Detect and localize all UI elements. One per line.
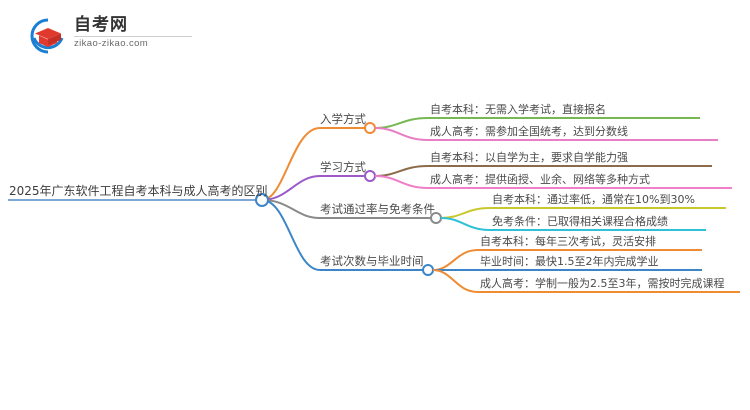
mindmap-leaf-label: 成人高考：需参加全国统考，达到分数线 [430,125,628,138]
mindmap-leaf-node[interactable]: 成人高考：需参加全国统考，达到分数线 [430,125,628,139]
mindmap-leaf-label: 成人高考：提供函授、业余、网络等多种方式 [430,173,650,186]
logo-subtitle: zikao-zikao.com [74,38,149,49]
mindmap-leaf-label: 自考本科：以自学为主，要求自学能力强 [430,151,628,164]
mindmap-leaf-label: 免考条件：已取得相关课程合格成绩 [492,215,668,228]
mindmap-root-label: 2025年广东软件工程自考本科与成人高考的区别 [9,184,268,198]
mindmap-branch-label: 考试次数与毕业时间 [320,254,424,268]
mindmap-root-node[interactable]: 2025年广东软件工程自考本科与成人高考的区别 [9,184,268,198]
graduation-cap-icon [28,16,68,56]
mindmap-leaf-node[interactable]: 自考本科：每年三次考试，灵活安排 [480,235,656,249]
mindmap-leaf-label: 自考本科：无需入学考试，直接报名 [430,103,606,116]
mindmap-leaf-node[interactable]: 毕业时间：最快1.5至2年内完成学业 [480,255,659,269]
mindmap-leaf-node[interactable]: 自考本科：无需入学考试，直接报名 [430,103,606,117]
mindmap-branch-study-mode[interactable]: 学习方式 [320,160,366,174]
mindmap-branch-pass-rate[interactable]: 考试通过率与免考条件 [320,202,435,216]
mindmap-leaf-node[interactable]: 成人高考：学制一般为2.5至3年，需按时完成课程 [480,277,725,291]
logo-divider [74,36,192,37]
mindmap-branch-exam-count[interactable]: 考试次数与毕业时间 [320,254,424,268]
mindmap-branch-label: 考试通过率与免考条件 [320,202,435,216]
mindmap-leaf-label: 毕业时间：最快1.5至2年内完成学业 [480,255,659,268]
mindmap-leaf-node[interactable]: 成人高考：提供函授、业余、网络等多种方式 [430,173,650,187]
site-logo: 自考网 zikao-zikao.com [28,12,208,58]
mindmap-branch-label: 入学方式 [320,112,366,126]
mindmap-leaf-node[interactable]: 免考条件：已取得相关课程合格成绩 [492,215,668,229]
mindmap-leaf-node[interactable]: 自考本科：以自学为主，要求自学能力强 [430,151,628,165]
mindmap-leaf-label: 成人高考：学制一般为2.5至3年，需按时完成课程 [480,277,725,290]
mindmap-leaf-node[interactable]: 自考本科：通过率低，通常在10%到30% [492,193,695,207]
mindmap-leaf-label: 自考本科：通过率低，通常在10%到30% [492,193,695,206]
logo-text: 自考网 zikao-zikao.com [74,15,204,50]
mindmap-branch-label: 学习方式 [320,160,366,174]
logo-title: 自考网 [74,15,128,35]
mindmap-branch-admission[interactable]: 入学方式 [320,112,366,126]
mindmap-leaf-label: 自考本科：每年三次考试，灵活安排 [480,235,656,248]
